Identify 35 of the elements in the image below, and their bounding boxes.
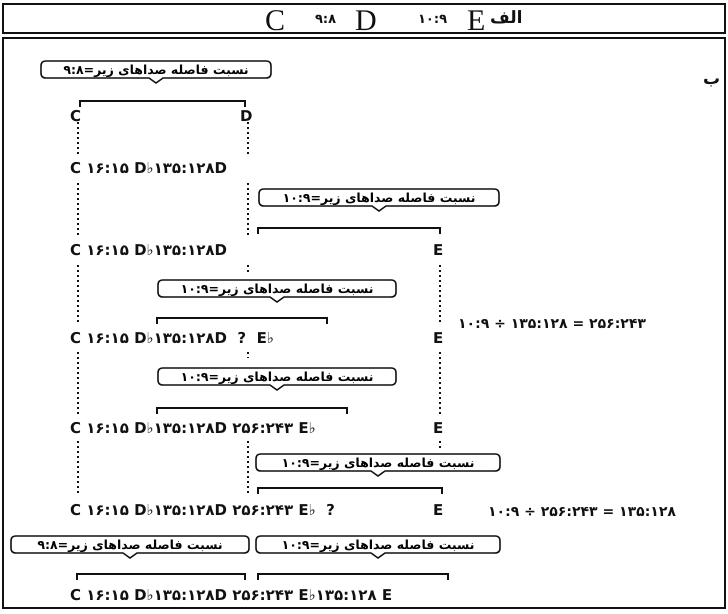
label-text: C ۱۶:۱۵ D♭۱۳۵:۱۲۸D ? E♭: [70, 330, 274, 346]
label-text: ب: [703, 70, 720, 89]
label-text: D: [240, 108, 252, 124]
callout-box: [40, 60, 272, 84]
callout-box: [255, 535, 501, 559]
callout-text: نسبت فاصله صداهای زیر=۱۰:۹: [180, 280, 374, 298]
callout-box: [10, 535, 250, 559]
callout-box: [157, 367, 397, 391]
callout-text: نسبت فاصله صداهای زیر=۹:۸: [62, 61, 250, 79]
callout-text: نسبت فاصله صداهای زیر=۱۰:۹: [180, 368, 374, 386]
label-text: E: [433, 330, 444, 346]
label-text: ۱۰:۹ ÷ ۲۵۶:۲۴۳ = ۱۳۵:۱۲۸: [488, 505, 676, 520]
label-text: ۱۰:۹ ÷ ۱۳۵:۱۲۸ = ۲۵۶:۲۴۳: [458, 317, 646, 332]
note-letter: D: [355, 4, 377, 37]
label-text: C ۱۶:۱۵ D♭۱۳۵:۱۲۸D: [70, 160, 227, 176]
callout-box: [258, 188, 500, 212]
label-text: ۹:۸: [315, 13, 336, 28]
label-text: E: [433, 502, 444, 518]
note-letter: E: [467, 4, 486, 37]
label-text: C ۱۶:۱۵ D♭۱۳۵:۱۲۸D ۲۵۶:۲۴۳ E♭۱۳۵:۱۲۸ E: [70, 587, 392, 604]
label-text: الف: [490, 9, 522, 28]
label-text: E: [433, 242, 444, 258]
label-text: C ۱۶:۱۵ D♭۱۳۵:۱۲۸D ۲۵۶:۲۴۳ E♭ ?: [70, 502, 335, 518]
label-text: C ۱۶:۱۵ D♭۱۳۵:۱۲۸D: [70, 242, 227, 258]
callout-text: نسبت فاصله صداهای زیر=۱۰:۹: [280, 454, 476, 472]
callout-text: نسبت فاصله صداهای زیر=۱۰:۹: [282, 189, 476, 207]
label-text: ۱۰:۹: [418, 13, 448, 28]
label-text: C ۱۶:۱۵ D♭۱۳۵:۱۲۸D ۲۵۶:۲۴۳ E♭: [70, 420, 316, 436]
callout-box: [255, 453, 501, 477]
label-text: E: [433, 420, 444, 436]
callout-box: [157, 279, 397, 303]
label-text: C: [70, 108, 82, 124]
note-letter: C: [265, 4, 286, 37]
callout-text: نسبت فاصله صداهای زیر=۱۰:۹: [280, 536, 476, 554]
callout-text: نسبت فاصله صداهای زیر=۹:۸: [36, 536, 224, 554]
